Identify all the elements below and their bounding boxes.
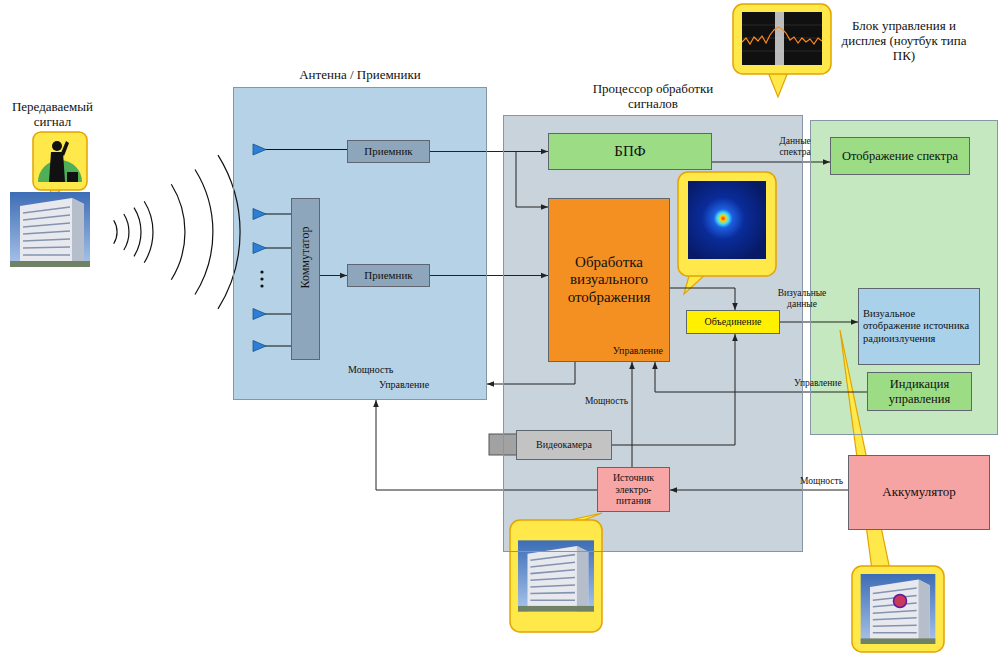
radio-waves bbox=[114, 155, 240, 309]
box-label: Приемник bbox=[364, 269, 412, 282]
panel-heading: Блок управления и дисплея (ноутбук типа … bbox=[829, 19, 979, 64]
panel-heading: Антенна / Приемники bbox=[233, 68, 487, 83]
processor-panel-fill bbox=[503, 115, 803, 552]
connector-arrow bbox=[320, 275, 347, 276]
camera-box: Видеокамера bbox=[516, 430, 612, 460]
connector-arrow bbox=[632, 362, 633, 467]
heatmap-callout bbox=[678, 172, 776, 294]
port-label: Управление bbox=[613, 345, 663, 357]
edge-label: Визуальные данные bbox=[772, 288, 832, 310]
building-image bbox=[10, 192, 90, 267]
receiver-box: Приемник bbox=[347, 264, 430, 287]
connector-arrow bbox=[376, 400, 597, 490]
camera-image-callout bbox=[510, 513, 602, 632]
connector-arrow bbox=[712, 162, 830, 163]
spectrum-display-box: Отображение спектра bbox=[830, 137, 970, 175]
image-processing-box: Обработка визуального отображенияУправле… bbox=[548, 198, 670, 362]
connector-arrow bbox=[612, 334, 735, 445]
box-label: Объединение bbox=[705, 316, 762, 328]
antenna-panel-fill bbox=[233, 87, 487, 400]
connector-arrow bbox=[430, 275, 548, 276]
receiver-box: Приемник bbox=[347, 140, 430, 163]
port-label: Мощность bbox=[348, 364, 393, 376]
box-label: Видеокамера bbox=[536, 439, 592, 451]
box-label: БПФ bbox=[614, 143, 645, 160]
signal-label: Передаваемый сигнал bbox=[5, 100, 100, 130]
connector-arrow bbox=[487, 362, 575, 384]
edge-label: Мощность bbox=[566, 396, 628, 407]
switch-box: Коммутатор bbox=[291, 198, 320, 360]
battery-box: Аккумулятор bbox=[848, 455, 990, 530]
processor-panel: Процессор обработки сигналовБПФОбработка… bbox=[503, 115, 803, 552]
edge-label: Управление bbox=[794, 378, 844, 389]
connector-arrow bbox=[670, 490, 848, 491]
panel-heading: Процессор обработки сигналов bbox=[588, 82, 718, 112]
transmitter-icon bbox=[33, 132, 87, 199]
edge-label: Данные спектра bbox=[770, 136, 820, 158]
box-label: Приемник bbox=[364, 145, 412, 158]
power-supply-box: Источник электро- питания bbox=[597, 467, 670, 512]
box-label: Коммутатор bbox=[299, 269, 313, 288]
box-label: Аккумулятор bbox=[882, 485, 955, 500]
box-label: Отображение спектра bbox=[842, 149, 958, 163]
fft-box: БПФ bbox=[548, 133, 712, 170]
control-indicator-box: Индикация управления bbox=[867, 372, 972, 411]
port-label: Управление bbox=[379, 379, 429, 391]
connector-arrow bbox=[655, 362, 867, 392]
box-label: Индикация управления bbox=[872, 377, 967, 406]
box-label: Визуальное отображение источника радиоиз… bbox=[863, 308, 975, 344]
box-label: Обработка визуального отображения bbox=[553, 254, 665, 306]
connector-arrow bbox=[780, 322, 858, 323]
spectrum-callout bbox=[733, 4, 831, 97]
source-display-box: Визуальное отображение источника радиоиз… bbox=[858, 288, 980, 365]
connector-arrow bbox=[670, 288, 735, 310]
connector-arrow bbox=[430, 152, 548, 208]
edge-label: Мощность bbox=[800, 476, 848, 487]
box-label: Источник электро- питания bbox=[602, 472, 665, 507]
antenna-panel: Антенна / ПриемникиМощностьУправлениеПри… bbox=[233, 87, 487, 400]
combiner-box: Объединение bbox=[686, 310, 780, 334]
